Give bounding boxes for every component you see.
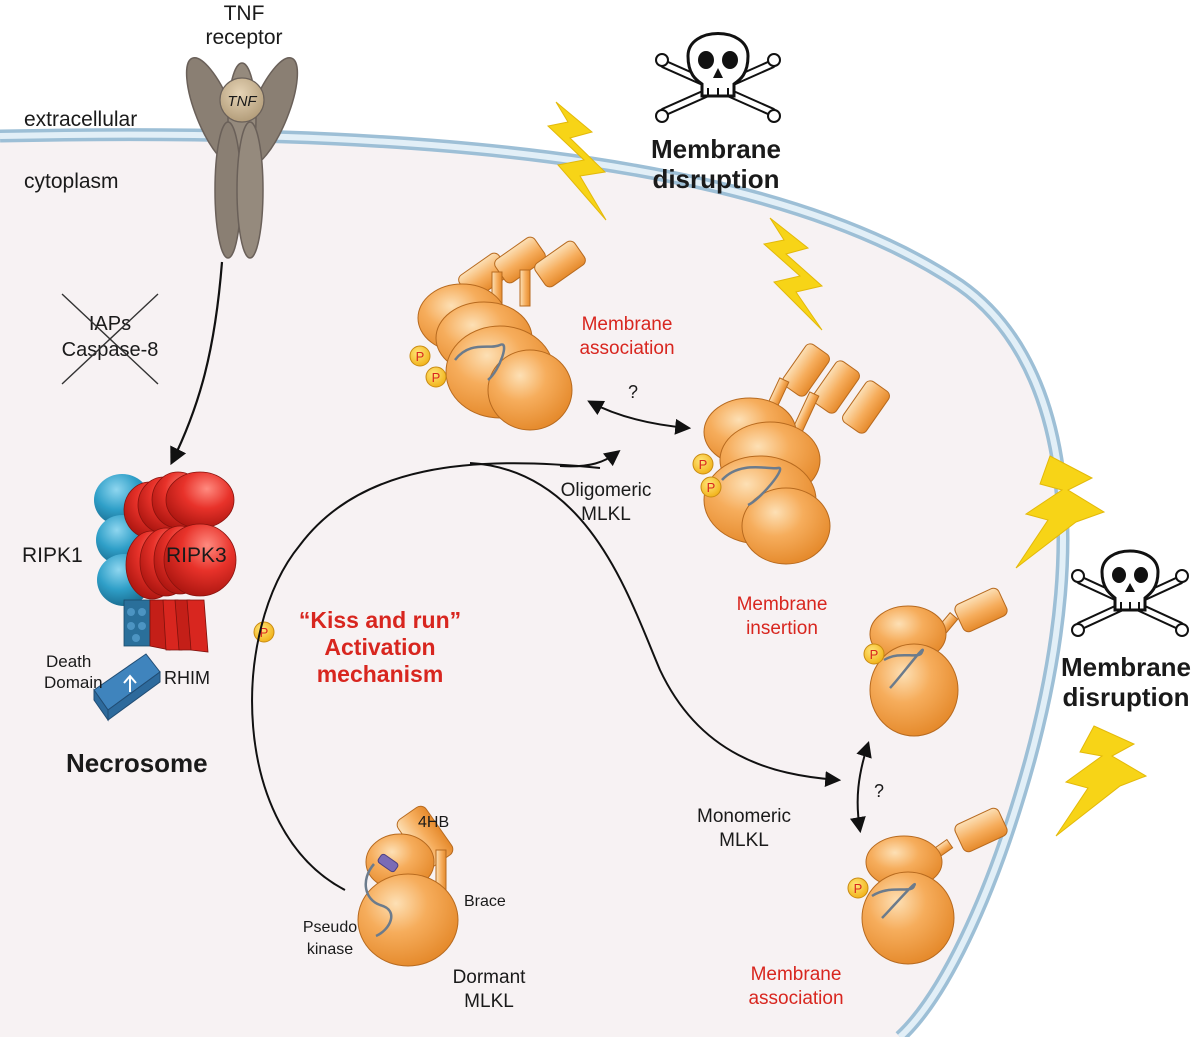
mlkl-oligomer-inserted: P P [692,343,890,565]
rhim-domains [123,599,209,653]
brace-label: Brace [464,893,506,910]
extracellular-label: extracellular [24,108,137,131]
membrane-insertion-1: Membrane [737,594,828,615]
skull-crossbones-icon-2 [1071,549,1189,637]
ripk3-label: RIPK3 [166,544,227,567]
lightning-bolt-icon-2 [762,217,824,331]
phospho-monomer-inserted: P [870,647,879,662]
necrosome-complex [93,471,237,722]
mlkl-oligomer-associated: P P [409,236,586,431]
membrane-association-bottom-1: Membrane [751,964,842,985]
death-domain [93,653,161,722]
tnf-receptor: TNF [185,57,299,259]
phospho-monomer-associated: P [854,881,863,896]
question-bottom-label: ? [874,781,884,801]
mlkl-dormant [357,805,459,967]
kiss-run-label-1: “Kiss and run” [299,607,461,633]
skull-crossbones-icon-1 [655,32,781,123]
ripk3-oligomer [123,471,237,600]
iaps-caspase8-inhibited: IAPs Caspase-8 [61,293,159,385]
necrosome-label: Necrosome [66,748,208,778]
free-phosphate: P [253,621,275,643]
arrow-to-oligomer [559,450,621,468]
kiss-run-label-3: mechanism [317,661,444,687]
dormant-label-1: Dormant [453,967,527,988]
membrane-disruption-top-2: disruption [652,164,779,194]
equilibrium-arrow-bottom [850,740,872,834]
tnf-receptor-label-2: receptor [205,26,282,49]
tnf-ligand-label: TNF [227,93,257,110]
oligomeric-label-2: MLKL [581,504,631,525]
lightning-bolt-icon-4 [1055,725,1148,837]
lightning-bolt-icon-1 [546,101,607,221]
question-top-label: ? [628,382,638,402]
monomeric-label-2: MLKL [719,830,769,851]
lightning-bolts [546,101,1148,837]
membrane-association-bottom-2: association [748,988,843,1009]
arrow-to-monomer [469,462,842,788]
membrane-association-top-2: association [579,338,674,359]
membrane-association-top-1: Membrane [582,314,673,335]
death-domain-label-1: Death [46,652,91,671]
tnf-receptor-label-1: TNF [224,2,265,25]
kiss-run-label-2: Activation [324,634,435,660]
membrane-insertion-2: insertion [746,618,818,639]
cross-line-2 [61,293,159,385]
tnf-ligand [219,77,265,123]
dormant-inhibitor-block [377,853,399,873]
ripk1-label: RIPK1 [22,544,83,567]
cell-membrane-highlight [0,131,1066,1037]
phospho-inserted-1: P [699,457,708,472]
oligomeric-label-1: Oligomeric [561,480,652,501]
dormant-label-2: MLKL [464,991,514,1012]
dd-up-arrow-icon [123,674,137,692]
mlkl-monomer-inserted: P [863,587,1008,737]
caspase8-label: Caspase-8 [62,339,159,361]
free-phosphate-label: P [260,625,269,640]
mlkl-monomer-associated: P [847,807,1008,965]
fourhb-label: 4HB [418,814,449,831]
membrane-disruption-right-2: disruption [1062,682,1189,712]
pseudo-label-1: Pseudo [303,919,357,936]
pseudo-label-2: kinase [307,941,353,958]
equilibrium-arrow-top [587,400,692,435]
monomeric-label-1: Monomeric [697,806,791,827]
phospho-oligo-2: P [432,370,441,385]
arrow-receptor-to-necrosome [170,261,224,466]
iaps-label: IAPs [89,313,131,335]
lightning-bolt-icon-3 [1015,455,1106,569]
membrane-disruption-top-1: Membrane [651,134,781,164]
membrane-disruption-right-1: Membrane [1061,652,1191,682]
death-domain-label-2: Domain [44,673,103,692]
rhim-label: RHIM [164,668,210,688]
phospho-oligo-1: P [416,349,425,364]
phospho-inserted-2: P [707,480,716,495]
cytoplasm-label: cytoplasm [24,170,119,193]
